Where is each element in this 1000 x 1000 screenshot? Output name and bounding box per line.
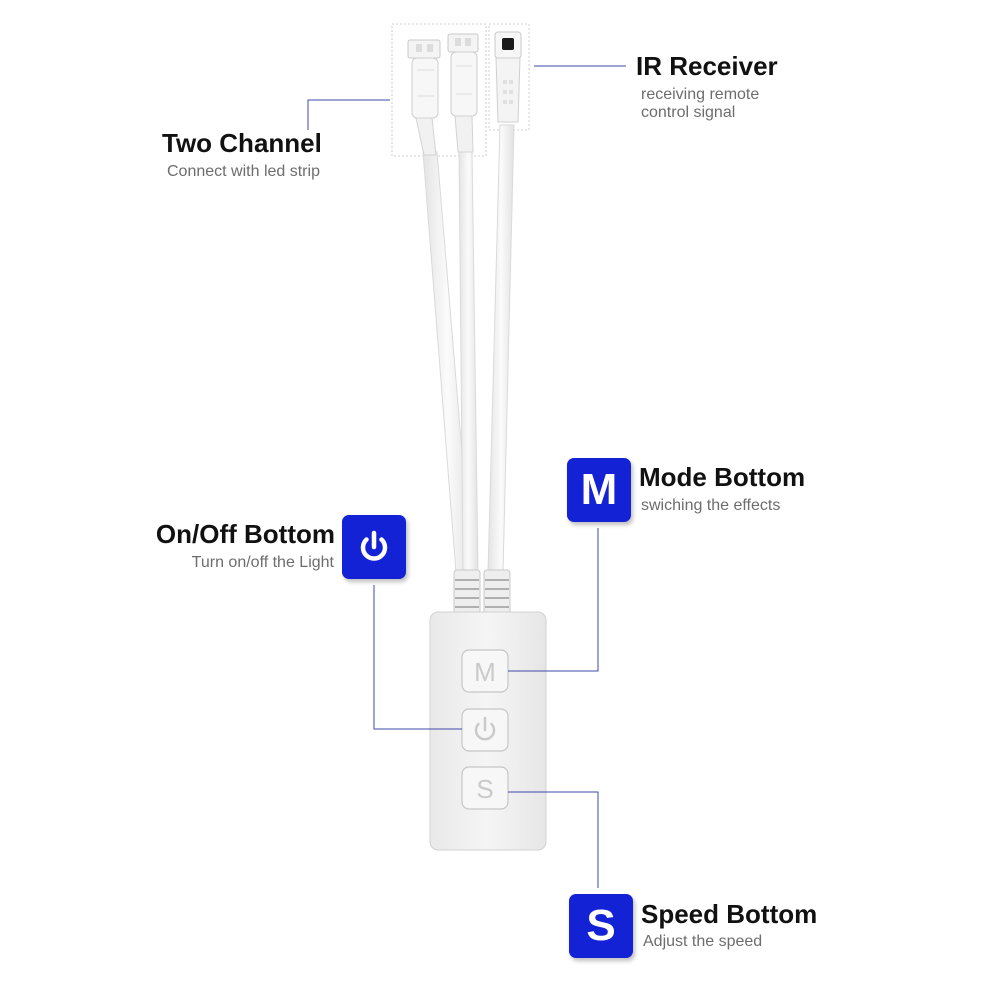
two-channel-title: Two Channel	[162, 128, 322, 158]
controller-button-m[interactable]: M	[461, 649, 509, 693]
ir-receiver-head	[494, 31, 522, 123]
cable-strain-relief-right	[483, 569, 511, 617]
connector-highlight-box	[391, 23, 487, 157]
cable-strain-relief-left	[453, 569, 481, 617]
leader-line-onoff	[373, 585, 462, 730]
controller-button-s[interactable]: S	[461, 766, 509, 810]
leader-line-mode	[508, 528, 599, 672]
mode-subtitle: swiching the effects	[641, 497, 781, 514]
two-channel-connector-left	[407, 39, 441, 156]
onoff-badge	[342, 515, 406, 579]
speed-badge: S	[569, 894, 633, 958]
controller-button-power[interactable]	[461, 708, 509, 752]
leader-line-two-channel	[307, 99, 390, 130]
mode-title: Mode Bottom	[639, 462, 806, 492]
two-channel-connector-right	[447, 33, 479, 153]
ir-receiver-title: IR Receiver	[636, 51, 778, 81]
leader-line-speed	[508, 791, 599, 888]
controller-button-m-label: M	[474, 657, 496, 687]
speed-subtitle: Adjust the speed	[643, 933, 763, 950]
power-icon	[360, 530, 388, 561]
cables	[422, 124, 515, 573]
power-icon	[474, 716, 496, 741]
ir-receiver-subtitle-line1: receiving remote	[641, 86, 760, 103]
ir-receiver-subtitle-line2: control signal	[641, 104, 736, 121]
controller-button-s-label: S	[476, 774, 493, 804]
leader-lines	[307, 65, 626, 888]
mode-badge: M	[567, 458, 631, 522]
onoff-subtitle: Turn on/off the Light	[191, 554, 334, 571]
two-channel-subtitle: Connect with led strip	[167, 163, 320, 180]
speed-title: Speed Bottom	[641, 899, 818, 929]
mode-badge-letter: M	[580, 465, 618, 514]
speed-badge-letter: S	[586, 901, 616, 950]
onoff-title: On/Off Bottom	[155, 519, 335, 549]
